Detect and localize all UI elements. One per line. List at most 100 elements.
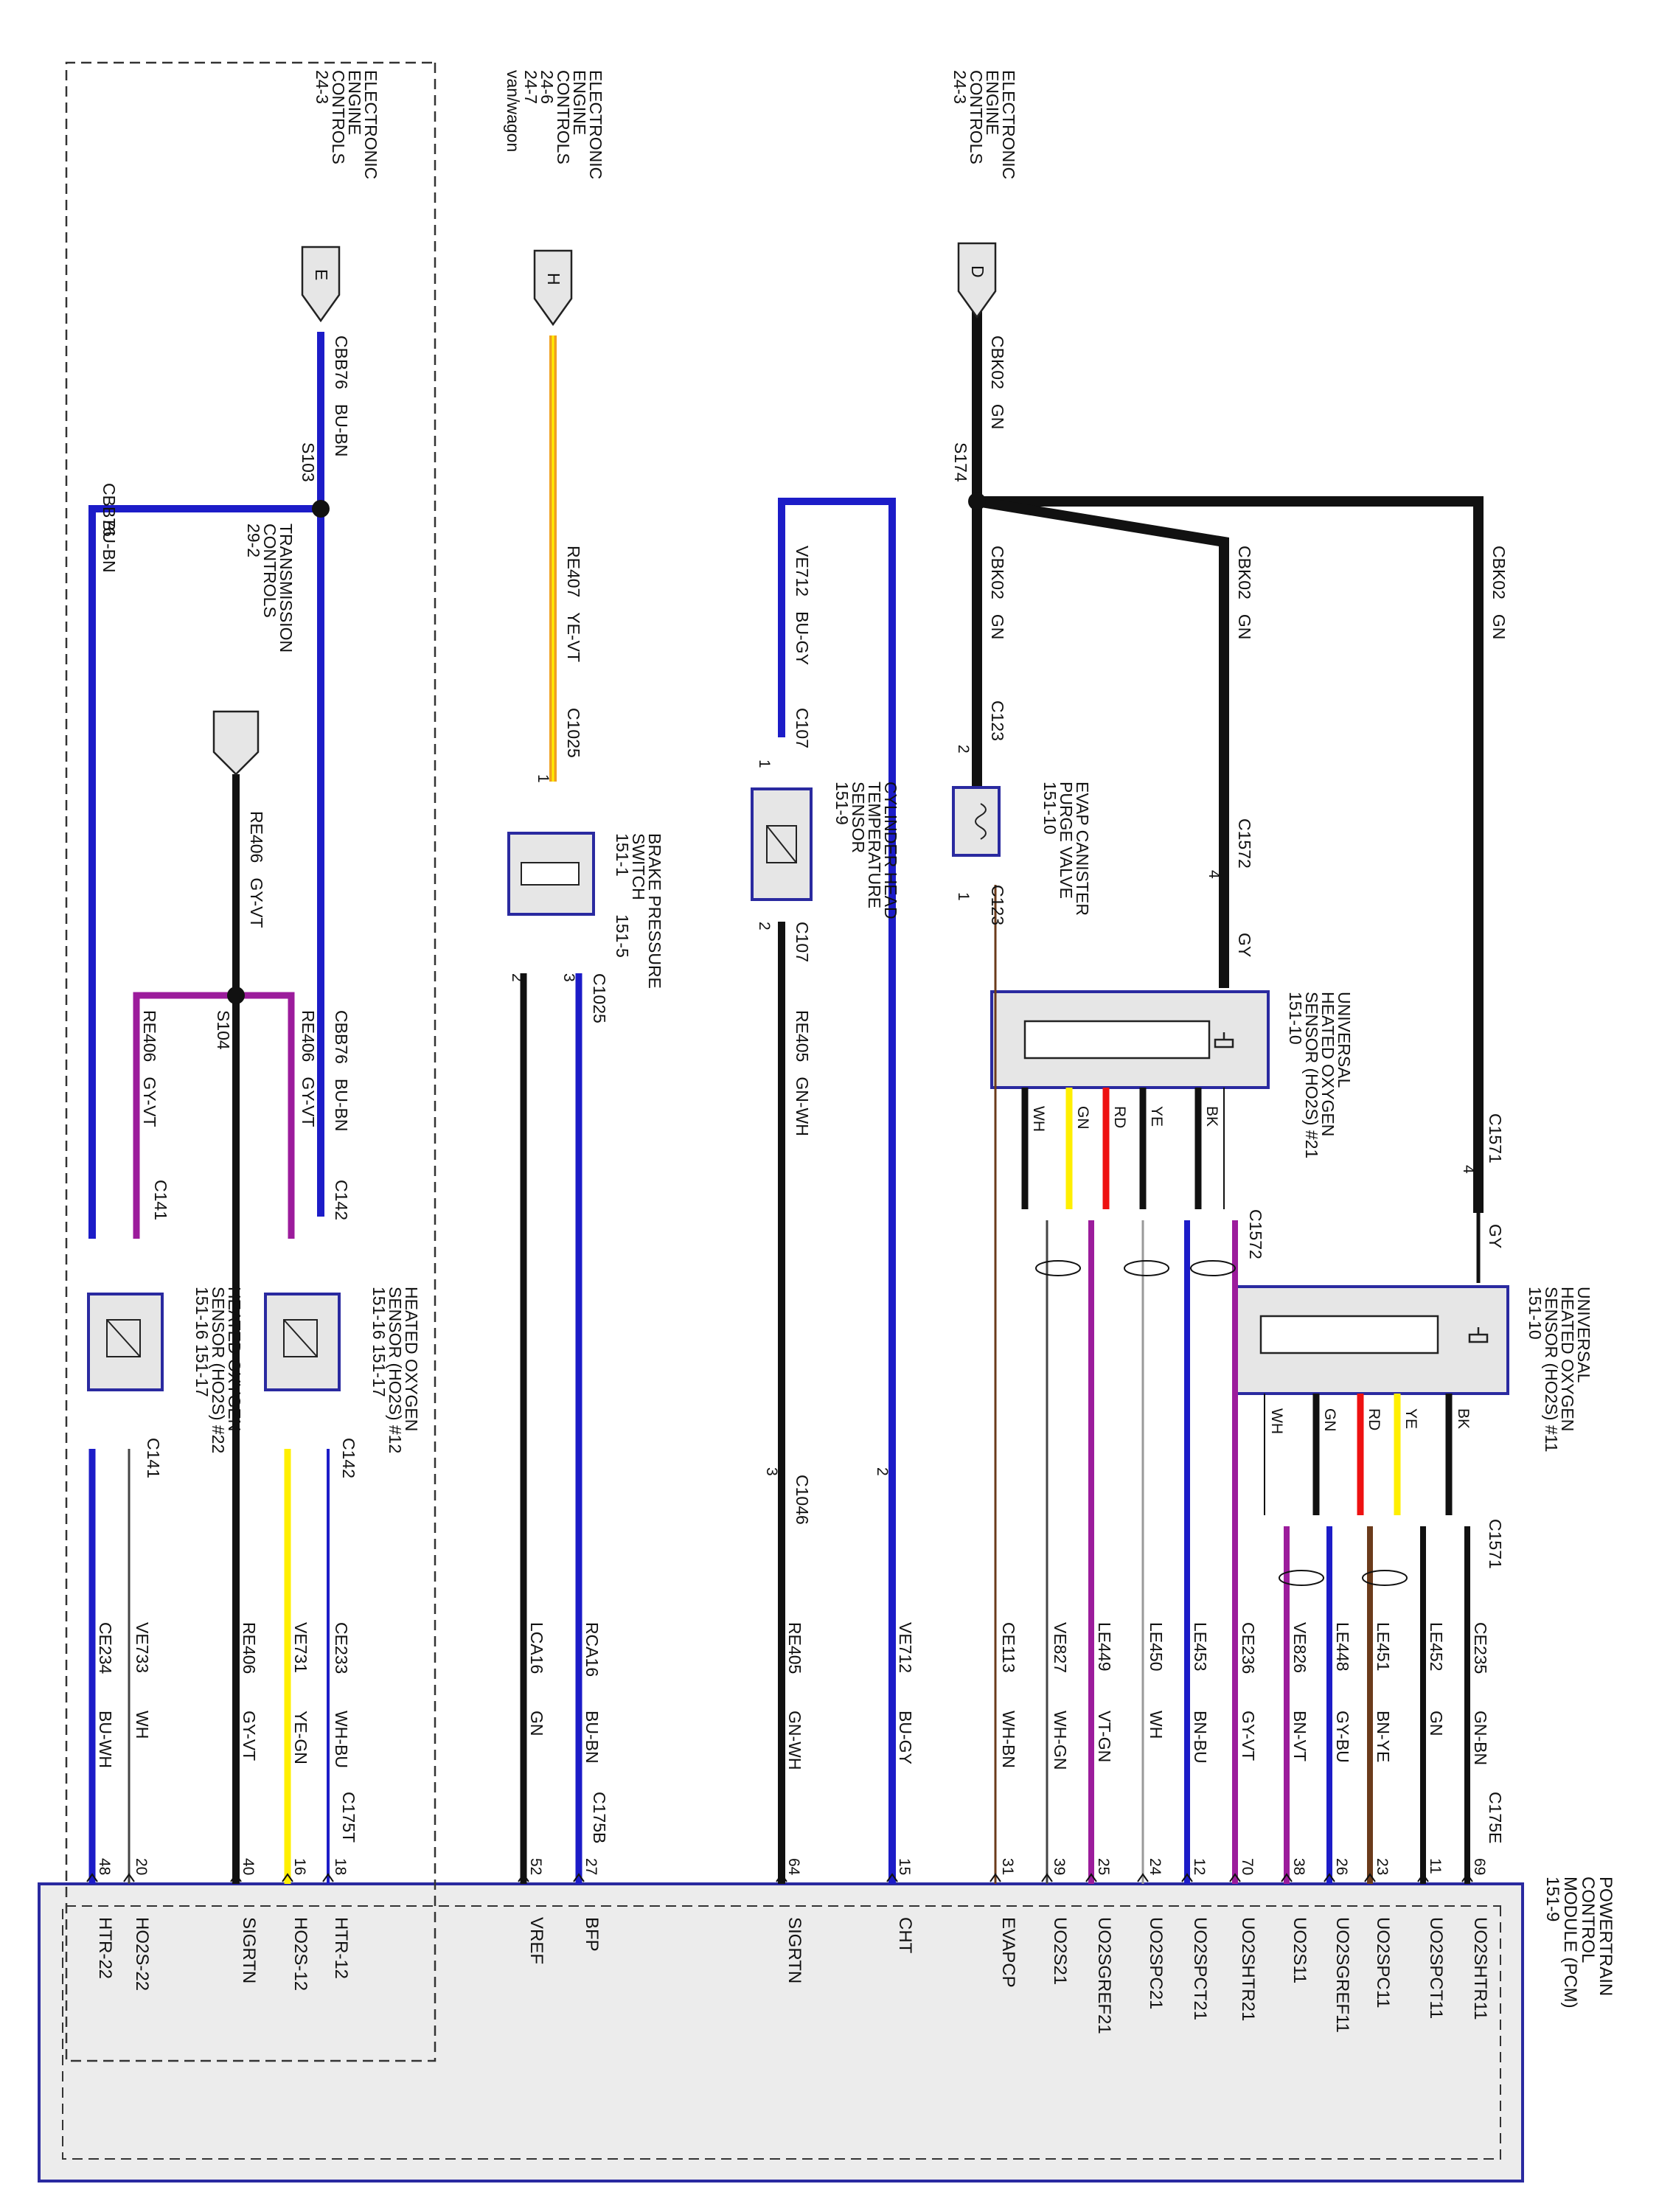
pcm-pin-terminal xyxy=(1417,1873,1429,1882)
svg-text:HEATED OXYGEN: HEATED OXYGEN xyxy=(225,1287,244,1431)
pcm-pin-terminal xyxy=(573,1873,585,1882)
svg-text:ENGINE: ENGINE xyxy=(570,70,589,135)
ho2s11-leads xyxy=(1264,1394,1453,1515)
svg-text:YE: YE xyxy=(1148,1106,1165,1127)
cbb76-wires xyxy=(88,332,324,1239)
wire-cbk02-b: CBK02GN xyxy=(1235,546,1254,639)
pin-c1025-bot-a: 2 xyxy=(509,973,526,982)
pcm-pin-number: 24 xyxy=(1147,1858,1164,1876)
pcm-pin-terminal xyxy=(1281,1873,1293,1882)
c1046-label: C1046 xyxy=(793,1475,812,1525)
pcm-pin-function: UO2SPCT11 xyxy=(1426,1917,1446,2019)
pcm-pin-terminal xyxy=(990,1873,1001,1882)
svg-text:24-6: 24-6 xyxy=(538,70,557,104)
wire-cbb76-t: CBB76 xyxy=(100,483,119,537)
connector-d-label: D xyxy=(968,265,987,278)
brake-switch xyxy=(507,832,595,916)
ho2s11-label: UNIVERSAL HEATED OXYGEN SENSOR (HO2S) #1… xyxy=(1526,1287,1593,1453)
pcm-pin-number: 18 xyxy=(332,1858,349,1875)
pcm-pin-function: SIGRTN xyxy=(785,1917,804,1983)
splice-s104 xyxy=(227,987,245,1004)
pcm-wire-color: WH-BU xyxy=(332,1711,351,1768)
pin-c123-top: 2 xyxy=(955,745,972,754)
pcm-pin-rows: 69CE235GN-BNUO2SHTR1111LE452GNUO2SPCT112… xyxy=(86,1622,1490,2034)
connector-h-label: H xyxy=(544,273,563,285)
pcm-wire-color: WH xyxy=(133,1711,152,1739)
ho2s22-sensor xyxy=(87,1293,164,1391)
pin-c107-top: 1 xyxy=(756,759,773,768)
ho2s11-lead-labels: BK YE RD GN WH xyxy=(1268,1408,1472,1434)
pcm-wire-color: WH-GN xyxy=(1051,1711,1070,1770)
pcm-pin-function: HTR-22 xyxy=(95,1917,115,1979)
pcm-circuit-id: CE234 xyxy=(96,1622,115,1674)
pcm-pin-terminal xyxy=(776,1873,787,1882)
svg-text:ENGINE: ENGINE xyxy=(983,70,1002,135)
pcm-pin-terminal xyxy=(1041,1873,1053,1882)
svg-text:UNIVERSAL: UNIVERSAL xyxy=(1335,992,1354,1088)
svg-text:CONTROL: CONTROL xyxy=(1578,1877,1598,1963)
pin-c1046-a: 2 xyxy=(874,1467,891,1476)
pcm-circuit-id: RCA16 xyxy=(582,1622,602,1677)
wire-re407: RE407YE-VT xyxy=(564,546,583,662)
svg-text:SENSOR (HO2S) #22: SENSOR (HO2S) #22 xyxy=(209,1287,228,1453)
pcm-pin-function: SIGRTN xyxy=(239,1917,259,1983)
pin-c1025-bot-b: 3 xyxy=(560,973,577,982)
svg-text:YE: YE xyxy=(1402,1408,1419,1429)
c175t-label: C175T xyxy=(339,1792,358,1843)
splice-s174 xyxy=(968,493,986,510)
svg-text:151-5: 151-5 xyxy=(613,914,632,958)
pin-c107-bot: 2 xyxy=(756,922,773,931)
svg-text:24-7: 24-7 xyxy=(521,70,540,104)
svg-text:WH: WH xyxy=(1030,1106,1047,1132)
c175e-label: C175E xyxy=(1486,1792,1505,1843)
pcm-pin-terminal xyxy=(1461,1873,1473,1882)
pcm-pin-number: 23 xyxy=(1374,1858,1391,1875)
pcm-pin-function: BFP xyxy=(582,1917,602,1952)
pin-c1025-top: 1 xyxy=(535,774,552,783)
svg-text:van/wagon: van/wagon xyxy=(504,70,523,152)
svg-text:SENSOR (HO2S) #12: SENSOR (HO2S) #12 xyxy=(386,1287,405,1453)
pcm-pin-function: UO2SHTR11 xyxy=(1470,1917,1490,2020)
pcm-pin-function: UO2SHTR21 xyxy=(1238,1917,1258,2021)
svg-text:151-16 151-17: 151-16 151-17 xyxy=(369,1287,389,1397)
pcm-pin-terminal xyxy=(322,1873,334,1882)
ho2s22-label: HEATED OXYGEN SENSOR (HO2S) #22 151-16 1… xyxy=(192,1287,244,1453)
svg-text:CONTROLS: CONTROLS xyxy=(554,70,573,164)
ho2s12-sensor xyxy=(264,1293,341,1391)
pcm-circuit-id: LE452 xyxy=(1427,1622,1446,1672)
connector-e-label: E xyxy=(312,269,331,280)
wire-re406-a: RE406GY-VT xyxy=(299,1010,318,1127)
c142-label-top: C142 xyxy=(332,1180,351,1220)
header-right: ELECTRONIC ENGINE CONTROLS 24-3 xyxy=(950,70,1018,179)
header-left: ELECTRONIC ENGINE CONTROLS 24-3 xyxy=(313,70,380,179)
pcm-wire-color: BN-BU xyxy=(1191,1711,1210,1764)
pcm-pin-number: 40 xyxy=(240,1858,257,1875)
re406-violet xyxy=(133,992,295,1239)
pcm-pin-number: 52 xyxy=(527,1858,544,1875)
pcm-circuit-id: LE448 xyxy=(1333,1622,1352,1672)
svg-text:TEMPERATURE: TEMPERATURE xyxy=(865,782,884,908)
pcm-wire-color: GN xyxy=(527,1711,546,1736)
svg-text:151-10: 151-10 xyxy=(1040,782,1060,835)
svg-text:MODULE (PCM): MODULE (PCM) xyxy=(1560,1877,1580,2008)
pcm-circuit-id: CE233 xyxy=(332,1622,351,1674)
svg-text:SENSOR (HO2S) #21: SENSOR (HO2S) #21 xyxy=(1302,992,1321,1158)
pcm-circuit-id: CE235 xyxy=(1471,1622,1490,1674)
svg-text:151-1: 151-1 xyxy=(613,833,632,877)
c141-label-bot: C141 xyxy=(144,1438,163,1478)
pcm-wire-color: GY-VT xyxy=(1239,1711,1258,1761)
c1025-label-top: C1025 xyxy=(564,708,583,758)
svg-text:GN: GN xyxy=(1321,1408,1338,1432)
wire-gy-2: GY xyxy=(1235,933,1254,957)
svg-text:HEATED OXYGEN: HEATED OXYGEN xyxy=(1318,992,1338,1136)
pcm-pin-number: 39 xyxy=(1051,1858,1068,1875)
c1025-label-bot: C1025 xyxy=(590,973,609,1023)
svg-text:SENSOR (HO2S) #11: SENSOR (HO2S) #11 xyxy=(1542,1287,1561,1453)
pcm-wires-11 xyxy=(1284,1526,1470,1884)
pcm-circuit-id: VE827 xyxy=(1051,1622,1070,1673)
pin-c1572-top: 4 xyxy=(1206,870,1222,879)
c1572-label-top: C1572 xyxy=(1235,818,1254,869)
connector-re406-top xyxy=(212,710,260,776)
pcm-wire-color: GY-VT xyxy=(240,1711,259,1761)
